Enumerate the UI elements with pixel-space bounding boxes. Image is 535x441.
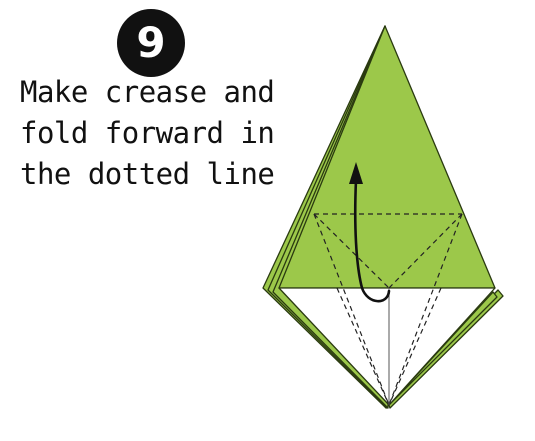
front-kite-green (278, 25, 496, 289)
crease-lines (313, 213, 463, 406)
instruction-line-3: the dotted line (20, 157, 275, 191)
step-number: 9 (136, 18, 166, 67)
instruction-text: Make crease and fold forward in the dott… (20, 72, 300, 195)
curved-up-arrow-icon (349, 162, 391, 303)
front-white-triangle (278, 287, 496, 406)
step-number-badge: 9 (117, 9, 185, 77)
instruction-line-2: fold forward in (20, 116, 275, 150)
instruction-line-1: Make crease and (20, 75, 275, 109)
